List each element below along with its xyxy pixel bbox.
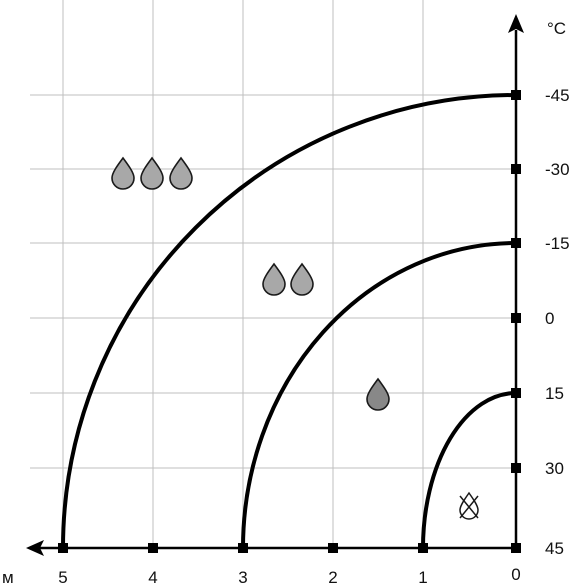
- y-tick-label: -45: [545, 86, 570, 105]
- y-axis-tick-labels: -45 -30 -15 0 15 30 45: [545, 86, 570, 558]
- three-drops-icon: [111, 156, 193, 190]
- y-tick-label: 30: [545, 459, 564, 478]
- y-tick-label: -15: [545, 234, 570, 253]
- x-tick-label: 5: [58, 568, 67, 585]
- x-tick-label: 4: [148, 568, 157, 585]
- y-axis-markers: [511, 90, 521, 473]
- zone-boundary-arc-inner: [421, 391, 517, 549]
- y-tick-label: -30: [545, 160, 570, 179]
- zone-boundary-arc-outer: [61, 93, 517, 549]
- vertical-grid: [62, 0, 424, 548]
- y-axis-unit-label: °C: [547, 19, 566, 38]
- y-axis-arrow: [508, 14, 524, 33]
- x-tick-label: 3: [238, 568, 247, 585]
- two-drops-icon: [262, 262, 314, 296]
- y-tick-label: 15: [545, 384, 564, 403]
- x-tick-label: 0: [511, 565, 520, 584]
- y-tick-label: 45: [545, 539, 564, 558]
- x-axis-arrow: [26, 540, 44, 556]
- no-drop-icon: [459, 491, 479, 520]
- x-axis-markers: [58, 543, 521, 553]
- horizontal-grid: [30, 94, 516, 469]
- x-tick-label: 2: [328, 568, 337, 585]
- zone-boundary-arc-middle: [241, 241, 517, 549]
- x-axis-unit-label: м: [2, 568, 14, 585]
- y-tick-label: 0: [545, 309, 554, 328]
- one-drop-icon: [366, 377, 390, 411]
- x-tick-label: 1: [418, 568, 427, 585]
- x-axis-tick-labels: 5 4 3 2 1 0: [58, 565, 520, 585]
